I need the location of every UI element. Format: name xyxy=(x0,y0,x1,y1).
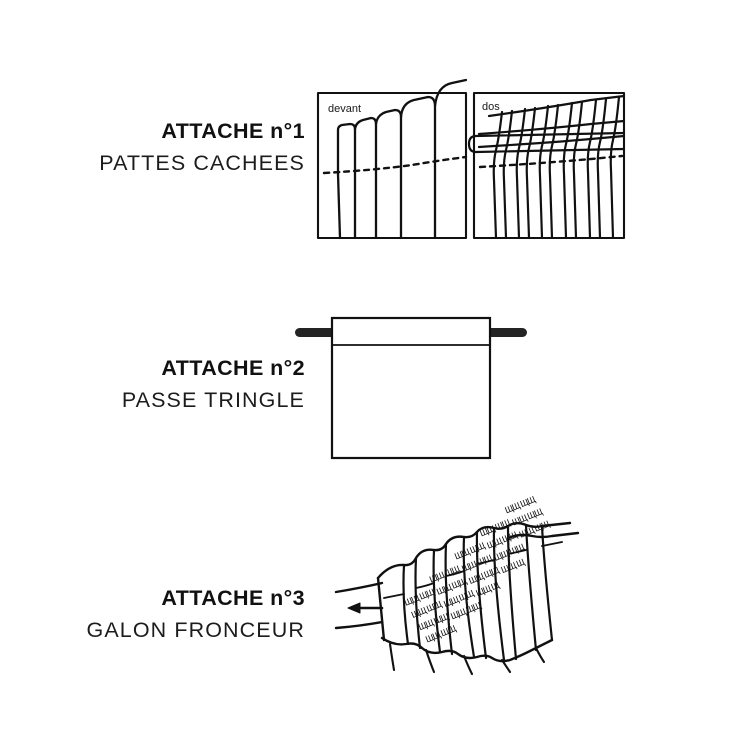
illustration-attache-2 xyxy=(290,308,535,468)
panel-dos-fabric xyxy=(467,94,626,240)
panel-devant-frame xyxy=(316,91,468,240)
curtain-panel xyxy=(330,316,492,460)
caption-attache-3: ATTACHE n°3 GALON FRONCEUR xyxy=(0,585,305,645)
tape-stitch-marks: ЩЩ ЩЩ ЩЩ ЩЩ ЩЩ ЩЩ ЩЩ ЩЩ ЩЩ ЩЩ ЩЩ ЩЩ ЩЩ Щ… xyxy=(403,494,552,645)
fabric-drape-lines xyxy=(388,642,546,676)
panel-dos-dotted-seam xyxy=(478,154,624,169)
attache-1-subtitle: PATTES CACHEES xyxy=(99,150,305,175)
attache-2-title: ATTACHE n°2 xyxy=(161,356,305,380)
attache-1-title: ATTACHE n°1 xyxy=(161,119,305,143)
panel-dos-label: dos xyxy=(482,101,500,113)
gathering-tape-bottom-edge xyxy=(380,636,554,663)
tape-left-edge xyxy=(376,576,386,642)
attache-2-subtitle: PASSE TRINGLE xyxy=(121,387,305,412)
caption-attache-2: ATTACHE n°2 PASSE TRINGLE xyxy=(0,355,305,415)
section-attache-3: ATTACHE n°3 GALON FRONCEUR xyxy=(0,494,750,680)
section-attache-1: ATTACHE n°1 PATTES CACHEES xyxy=(0,40,750,255)
tape-cord-channels xyxy=(383,541,563,599)
illustration-attache-3: ЩЩ ЩЩ ЩЩ ЩЩ ЩЩ ЩЩ ЩЩ ЩЩ ЩЩ ЩЩ ЩЩ ЩЩ ЩЩ Щ… xyxy=(330,494,590,676)
caption-attache-1: ATTACHE n°1 PATTES CACHEES xyxy=(0,118,305,178)
attache-3-subtitle: GALON FRONCEUR xyxy=(86,617,305,642)
attache-3-title: ATTACHE n°3 xyxy=(161,586,305,610)
panel-devant-dotted-seam xyxy=(322,155,468,175)
section-attache-2: ATTACHE n°2 PASSE TRINGLE xyxy=(0,300,750,470)
pull-direction-arrow xyxy=(347,602,384,614)
panel-devant-fabric xyxy=(336,78,468,240)
tape-fold-lines xyxy=(402,523,554,662)
illustration-attache-1: devant xyxy=(316,50,626,250)
panel-devant-label: devant xyxy=(328,103,361,115)
